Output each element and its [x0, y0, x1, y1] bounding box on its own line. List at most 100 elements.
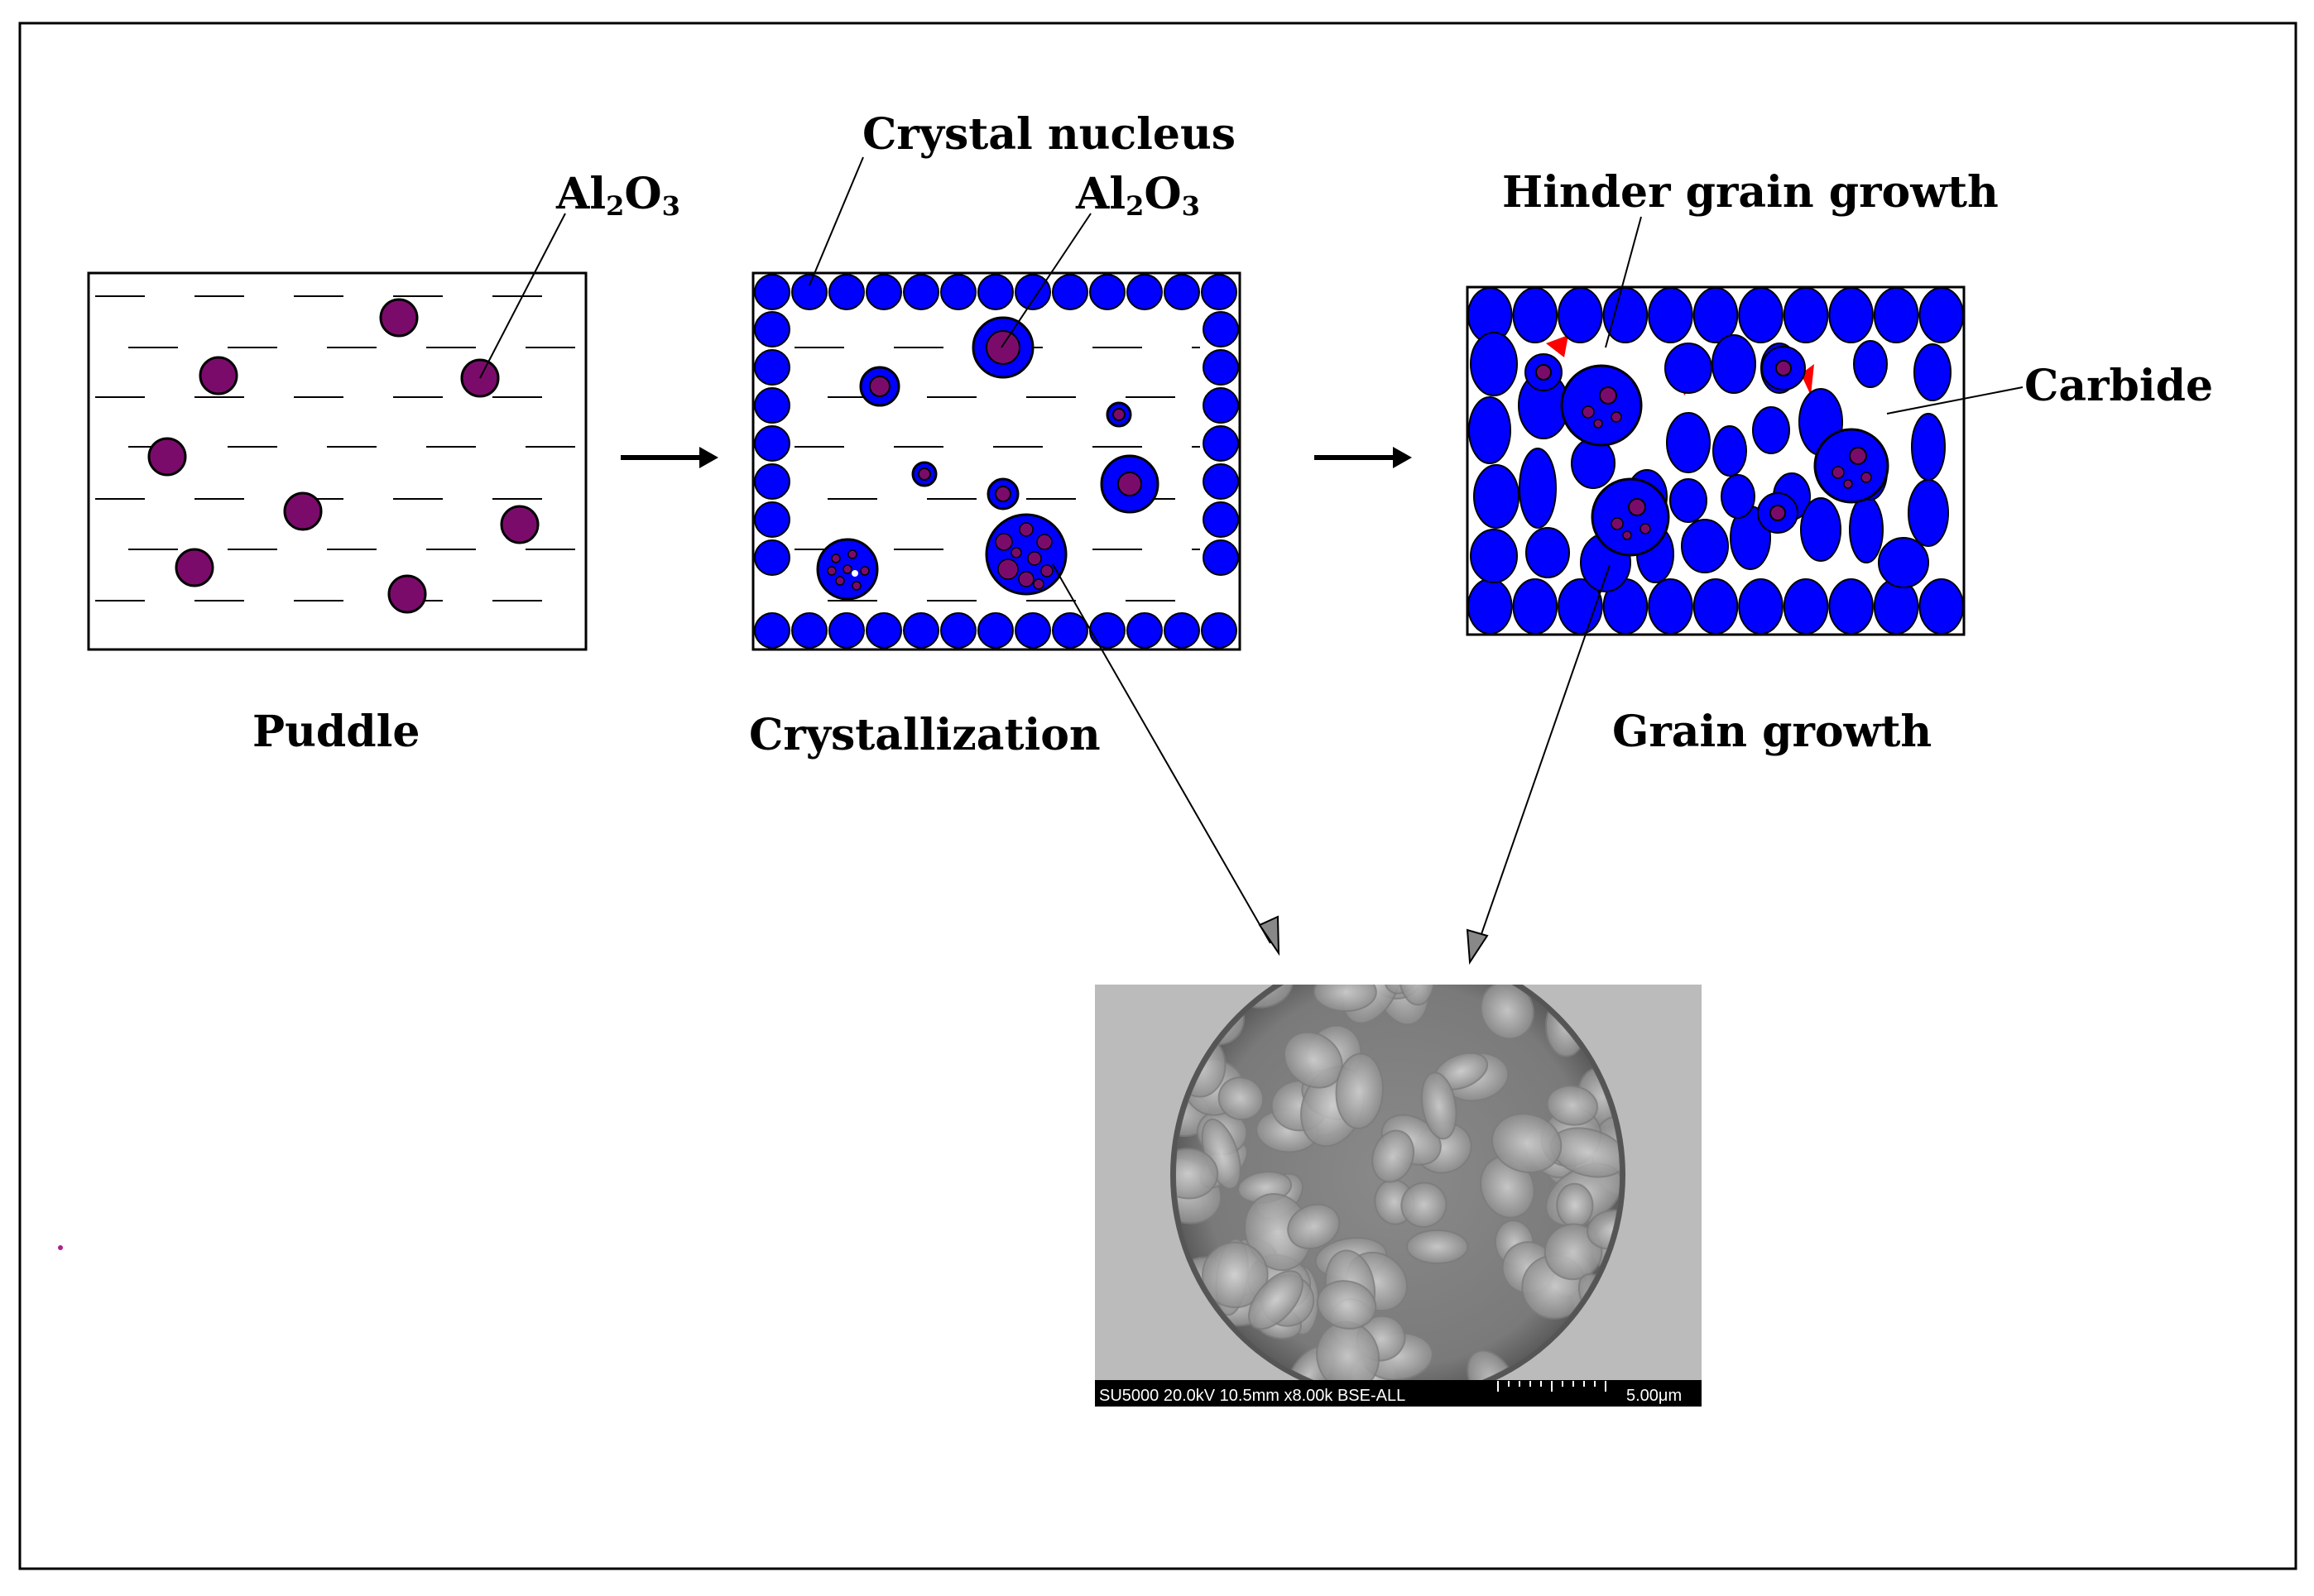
al2o3-core	[1769, 505, 1786, 521]
al2o3-particle	[147, 437, 187, 477]
nucleus-grain	[1203, 387, 1239, 424]
nucleus-grain	[791, 274, 828, 310]
process-arrow-1-head	[699, 447, 718, 468]
al2o3-inclusion	[1027, 551, 1042, 566]
arrow-cryst-to-sem-head	[1258, 915, 1280, 956]
grain	[1913, 343, 1952, 401]
grain	[1470, 529, 1518, 583]
al2o3-particle	[387, 574, 427, 614]
grain	[1512, 578, 1558, 635]
nucleus-grain	[1201, 274, 1237, 310]
sem-grain	[1546, 1085, 1598, 1126]
al2o3-particle	[175, 548, 214, 587]
sem-grain	[1491, 1113, 1563, 1173]
sem-grain	[1248, 1270, 1303, 1330]
sem-scale-bar	[1497, 1381, 1606, 1392]
grain	[1468, 396, 1511, 464]
leader-crystal-nucleus	[809, 156, 864, 286]
leader-al2o3-cryst	[1001, 213, 1092, 348]
carbide-region	[1546, 335, 1568, 357]
al2o3-inclusion	[1019, 522, 1034, 537]
sem-grain	[1313, 985, 1377, 1013]
nucleus-grain	[791, 612, 828, 649]
grain-with-oxides	[1560, 364, 1643, 447]
nucleus-grain	[1015, 612, 1051, 649]
sem-grain	[1480, 985, 1535, 1040]
nucleus-grain	[1126, 274, 1163, 310]
label-al2o3-puddle: Al2O3	[555, 169, 680, 222]
al2o3-inclusion	[1639, 523, 1651, 534]
grain	[1908, 479, 1949, 547]
process-arrow-2-head	[1393, 447, 1412, 468]
grain	[1828, 578, 1874, 635]
leader-al2o3-puddle	[479, 213, 566, 379]
grain	[1873, 287, 1919, 343]
al2o3-inclusion	[1843, 479, 1853, 489]
al2o3-core	[1775, 360, 1792, 376]
nucleus-grain	[1203, 539, 1239, 576]
grain	[1473, 464, 1519, 529]
caption-puddle: Puddle	[252, 707, 420, 757]
white-inclusion	[852, 570, 858, 577]
nucleus-grain	[1052, 612, 1088, 649]
al2o3-inclusion	[1582, 405, 1595, 419]
al2o3-core	[995, 486, 1011, 502]
al2o3-inclusion	[1011, 547, 1022, 558]
nucleus-grain	[1089, 274, 1126, 310]
nucleus-grain	[754, 612, 790, 649]
al2o3-particle	[199, 356, 238, 395]
grain	[1711, 334, 1756, 394]
grain	[1648, 287, 1693, 343]
nucleus-grain	[977, 274, 1014, 310]
al2o3-inclusion	[1622, 530, 1632, 540]
al2o3-core	[1535, 364, 1552, 381]
al2o3-particle	[500, 505, 540, 544]
nucleus-grain	[977, 612, 1014, 649]
grain	[1681, 519, 1729, 573]
al2o3-inclusion	[827, 566, 837, 576]
nucleus-grain	[754, 311, 790, 347]
grain	[1558, 287, 1603, 343]
crystal-nucleus-border	[754, 274, 1239, 649]
outer-frame	[18, 22, 2297, 1570]
nucleus-grain	[1203, 501, 1239, 538]
nucleus-grain	[1052, 274, 1088, 310]
leader-carbide	[1886, 386, 2024, 415]
nucleus-grain	[754, 539, 790, 576]
grain-cells	[1467, 287, 1965, 635]
grain	[1692, 287, 1739, 343]
caption-crystallization: Crystallization	[749, 710, 1101, 760]
al2o3-inclusion	[1628, 498, 1646, 516]
nucleus-grain	[866, 612, 902, 649]
grain-growth-panel	[1466, 285, 1966, 636]
sem-grain	[1398, 985, 1436, 1006]
sem-grain	[1217, 1076, 1265, 1121]
al2o3-core	[986, 330, 1020, 365]
nucleus-grain	[1164, 612, 1200, 649]
al2o3-core	[1117, 472, 1142, 496]
grain	[1738, 287, 1784, 343]
grain	[1512, 287, 1558, 343]
grain	[1470, 332, 1518, 396]
nucleus-grain	[1203, 425, 1239, 462]
grain	[1666, 412, 1711, 473]
al2o3-inclusion	[1593, 419, 1603, 429]
nucleus-grain	[828, 612, 865, 649]
arrow-grain-to-sem-head	[1466, 928, 1489, 965]
sem-scale-text: 5.00μm	[1626, 1387, 1682, 1405]
nucleus-grain	[1164, 274, 1200, 310]
sem-grain	[1405, 1229, 1469, 1264]
sem-micrograph: SU5000 20.0kV 10.5mm x8.00k BSE-ALL 5.00…	[1095, 985, 1702, 1407]
nucleus-grain	[754, 274, 790, 310]
grain-with-oxides	[1591, 477, 1670, 557]
al2o3-inclusion	[997, 558, 1019, 580]
nucleus-grain	[903, 274, 939, 310]
nucleus-grain	[866, 274, 902, 310]
grain	[1738, 578, 1784, 635]
nucleus-grain	[754, 425, 790, 462]
grain	[1669, 478, 1707, 523]
al2o3-inclusion	[1036, 534, 1053, 550]
al2o3-inclusion	[1018, 571, 1035, 587]
al2o3-core	[918, 467, 931, 481]
